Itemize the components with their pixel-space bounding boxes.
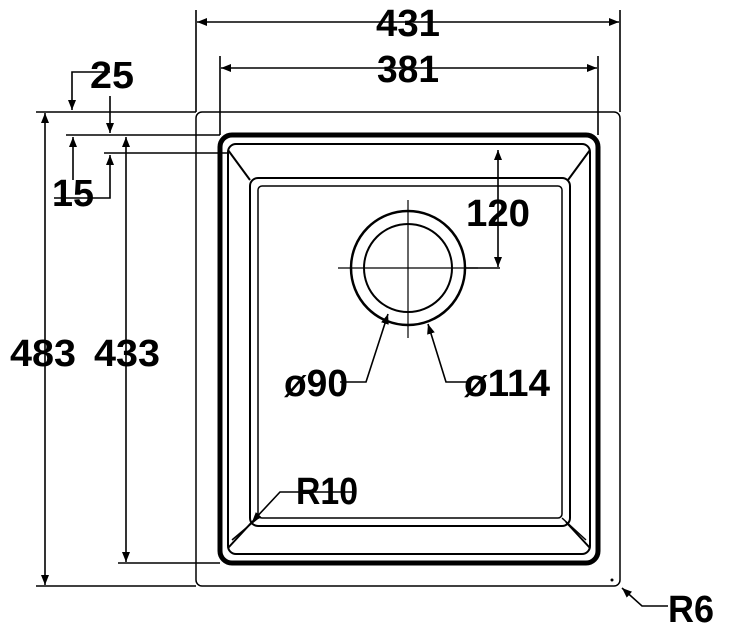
dimension-lines xyxy=(36,10,668,607)
label-outer-width: 431 xyxy=(376,3,440,45)
leader-drain-inner xyxy=(340,313,389,383)
leader-outer-corner xyxy=(621,587,668,607)
dim-leader-rim-depth xyxy=(54,155,114,199)
dim-leader-top-margin xyxy=(68,71,110,110)
bevel-line-top-right xyxy=(567,149,591,181)
label-drain-offset: 120 xyxy=(466,193,530,235)
label-top-margin: 25 xyxy=(90,55,134,97)
label-drain-outer-diameter: ø114 xyxy=(464,363,550,405)
label-drain-inner-diameter: ø90 xyxy=(284,363,348,405)
bowl-bottom-outline xyxy=(249,177,571,527)
label-inner-height: 433 xyxy=(94,333,160,375)
bowl-rim-outline xyxy=(217,132,601,566)
label-rim-depth: 15 xyxy=(52,173,94,215)
outer-corner-dot xyxy=(610,578,614,582)
bevel-line-bottom-left-2 xyxy=(231,517,259,541)
bevel-line-bottom-right-2 xyxy=(561,517,587,541)
label-outer-height: 483 xyxy=(10,333,76,375)
bowl-bottom-inner-line xyxy=(257,185,563,519)
sink-body xyxy=(195,111,621,587)
dimension-labels: 431 381 25 15 483 433 120 ø90 ø114 R10 R… xyxy=(10,3,714,631)
label-inner-corner-radius: R10 xyxy=(296,471,358,513)
label-inner-width: 381 xyxy=(377,49,439,91)
bowl-rim-inner-line xyxy=(227,143,591,555)
outer-flange-outline xyxy=(195,111,621,587)
bevel-line-top-left xyxy=(227,149,251,181)
leader-inner-corner xyxy=(251,491,352,523)
leader-drain-outer xyxy=(427,323,470,383)
label-outer-corner-radius: R6 xyxy=(668,589,714,631)
